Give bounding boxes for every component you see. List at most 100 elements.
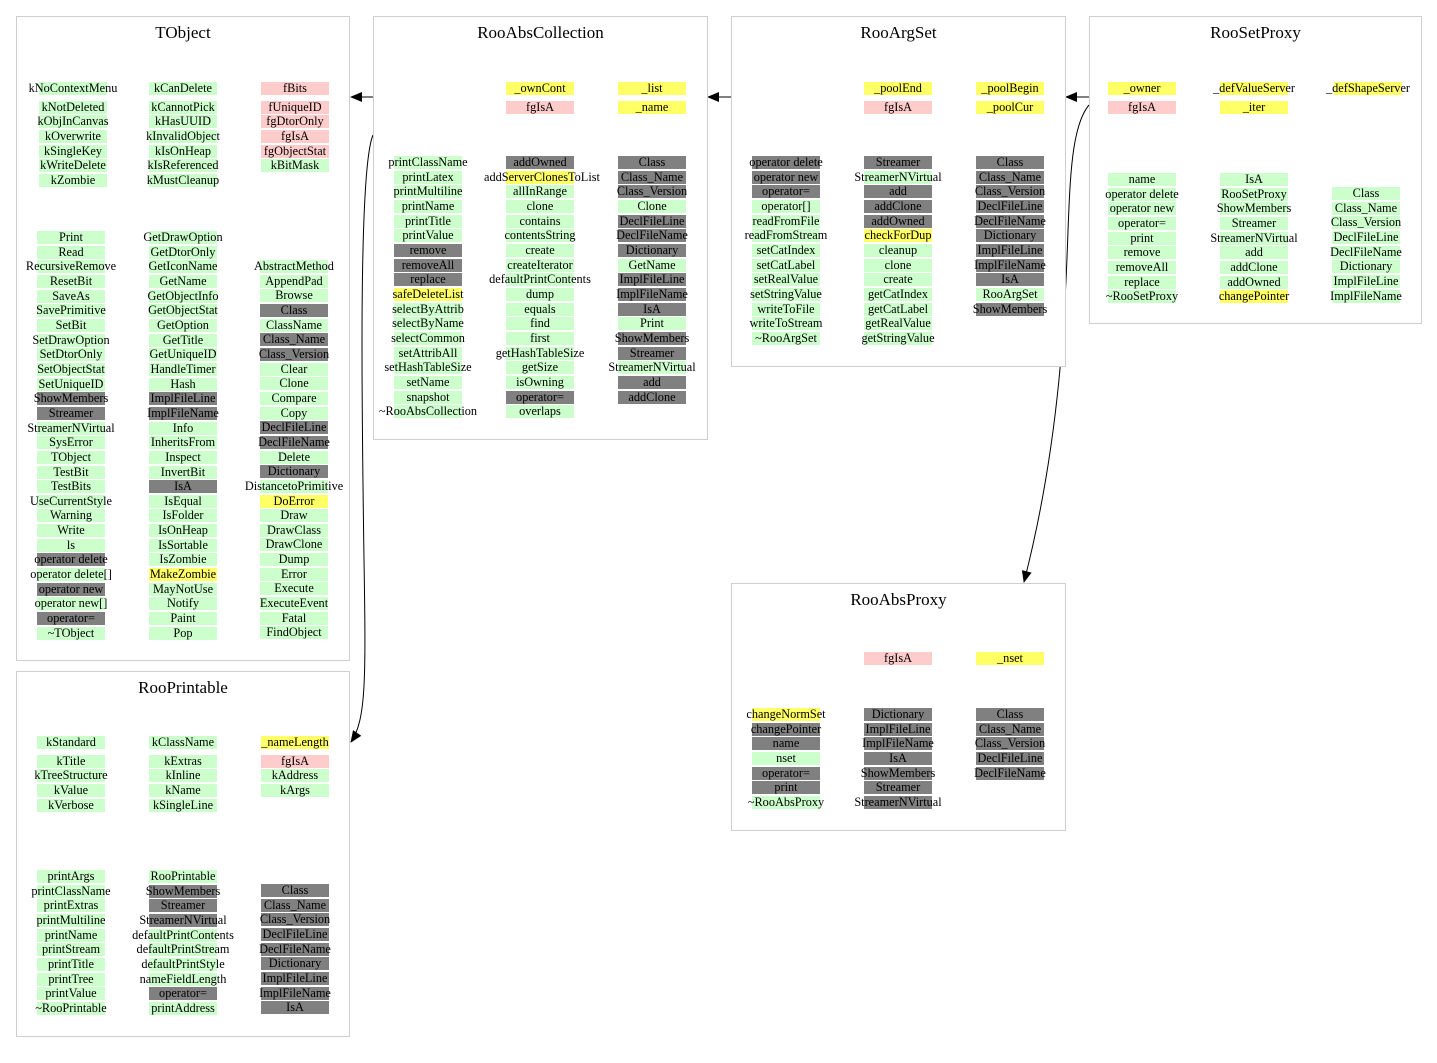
member-highlight — [864, 170, 932, 184]
member-row: operator= — [1090, 216, 1194, 231]
member-row: printClassName — [374, 155, 482, 170]
member-highlight — [37, 480, 105, 494]
member-row: AbstractMethod — [239, 259, 349, 274]
member-highlight — [394, 287, 462, 301]
arrow-collection-to-rooprintable — [350, 134, 374, 743]
member-highlight — [864, 229, 932, 243]
member-name: Dictionary — [871, 707, 925, 721]
member-row: ImplFileLine — [243, 971, 347, 986]
member-row: ImplFileLine — [958, 243, 1062, 258]
member-name: _nameLength — [261, 735, 329, 749]
member-row: kName — [131, 783, 235, 798]
member-highlight — [394, 317, 462, 331]
member-row: DeclFileName — [958, 766, 1062, 781]
member-name: operator= — [47, 611, 95, 626]
member-row: operator new[] — [19, 596, 123, 611]
member-name: getSize — [521, 360, 559, 375]
member-row: _owner — [1090, 81, 1194, 96]
member-row: operator= — [484, 390, 596, 405]
member-highlight — [149, 899, 217, 913]
member-highlight — [37, 436, 105, 450]
member-highlight — [260, 626, 328, 640]
member-name: Print — [640, 316, 664, 331]
member-highlight — [618, 361, 686, 375]
member-name: ImplFileName — [974, 257, 1046, 272]
member-highlight — [149, 870, 217, 883]
member-name: _poolEnd — [874, 81, 922, 95]
member-row: changePointer — [1202, 289, 1306, 304]
member-row: Execute — [239, 581, 349, 596]
member-row: kInvalidObject — [131, 129, 235, 144]
member-name: SaveAs — [52, 288, 90, 303]
member-highlight — [864, 708, 932, 721]
member-row: setAttribAll — [374, 346, 482, 361]
member-highlight — [261, 159, 329, 173]
member-row: fgDtorOnly — [243, 114, 347, 129]
member-row: DrawClass — [239, 523, 349, 538]
member-row: operator delete — [734, 155, 838, 170]
member-highlight — [261, 736, 329, 749]
member-name: kNotDeleted — [41, 99, 105, 114]
member-highlight — [976, 751, 1044, 765]
member-name: ~TObject — [47, 625, 95, 640]
member-highlight — [752, 331, 820, 345]
member-highlight — [149, 348, 217, 362]
member-name: DeclFileName — [259, 941, 331, 956]
member-name: IsA — [286, 1000, 304, 1015]
member-name: operator= — [1118, 215, 1166, 230]
member-highlight — [976, 243, 1044, 257]
member-highlight — [976, 737, 1044, 751]
member-row: StreamerNVirtual — [846, 170, 950, 185]
member-highlight — [37, 913, 105, 927]
member-highlight — [149, 957, 217, 971]
member-highlight — [37, 798, 105, 812]
member-highlight — [752, 302, 820, 316]
member-row: create — [846, 272, 950, 287]
member-name: overlaps — [519, 404, 561, 419]
member-row: GetTitle — [131, 333, 235, 348]
member-highlight — [618, 331, 686, 345]
member-row: getStringValue — [846, 331, 950, 346]
member-name: Class_Name — [978, 721, 1042, 736]
member-highlight — [260, 377, 328, 391]
member-highlight — [976, 185, 1044, 199]
member-highlight — [394, 243, 462, 257]
member-name: ImplFileLine — [1333, 273, 1399, 288]
member-row: IsA — [131, 479, 235, 494]
member-highlight — [1108, 260, 1176, 274]
member-highlight — [39, 159, 107, 173]
member-row: StreamerNVirtual — [846, 795, 950, 810]
member-highlight — [37, 538, 105, 552]
member-highlight — [752, 199, 820, 213]
member-highlight — [37, 289, 105, 303]
member-name: setRealValue — [753, 272, 819, 287]
member-row: StreamerNVirtual — [1202, 231, 1306, 246]
member-name: GetTitle — [162, 332, 204, 347]
member-highlight — [864, 751, 932, 765]
member-row: ShowMembers — [846, 766, 950, 781]
member-name: Hash — [170, 376, 196, 391]
member-name: kClassName — [151, 735, 215, 749]
member-highlight — [149, 480, 217, 494]
member-highlight — [976, 156, 1044, 169]
member-name: ShowMembers — [614, 330, 690, 345]
member-highlight — [1108, 290, 1176, 304]
member-row: Streamer — [19, 406, 123, 421]
member-row: operator= — [734, 766, 838, 781]
member-name: kIsOnHeap — [154, 143, 211, 158]
member-row: Read — [19, 245, 123, 260]
member-name: IsA — [1001, 272, 1019, 287]
member-name: _poolCur — [986, 99, 1034, 114]
member-row: add — [846, 184, 950, 199]
member-name: Fatal — [281, 610, 307, 625]
member-highlight — [37, 494, 105, 508]
member-name: printClassName — [31, 883, 111, 898]
member-row: Dictionary — [1314, 259, 1418, 274]
member-name: kSingleKey — [43, 143, 103, 158]
member-name: ImplFileName — [147, 405, 219, 420]
member-highlight — [260, 406, 328, 420]
